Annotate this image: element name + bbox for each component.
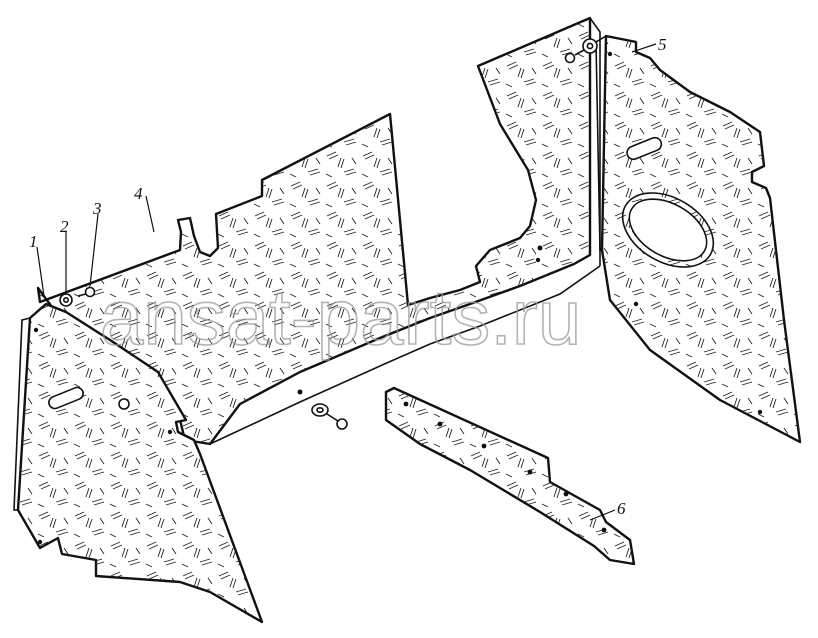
part-3-bolt [77,286,96,298]
part-5-right-side-panel [595,34,802,444]
part-2-washer [59,293,73,307]
part-6-bracket-strip [384,386,636,566]
callout-3: 3 [92,199,102,218]
callout-2: 2 [60,217,69,236]
leader-lines [36,43,657,521]
callout-5: 5 [658,35,667,54]
part-1-left-side-panel [13,302,264,624]
top-washer-bolt [564,38,598,64]
callout-4: 4 [134,184,143,203]
part-4-rear-panel [36,16,601,446]
callout-6: 6 [617,499,626,518]
callout-1: 1 [29,232,38,251]
center-washer-bolt [311,403,348,430]
watermark-text: ansat-parts.ru [100,273,581,361]
